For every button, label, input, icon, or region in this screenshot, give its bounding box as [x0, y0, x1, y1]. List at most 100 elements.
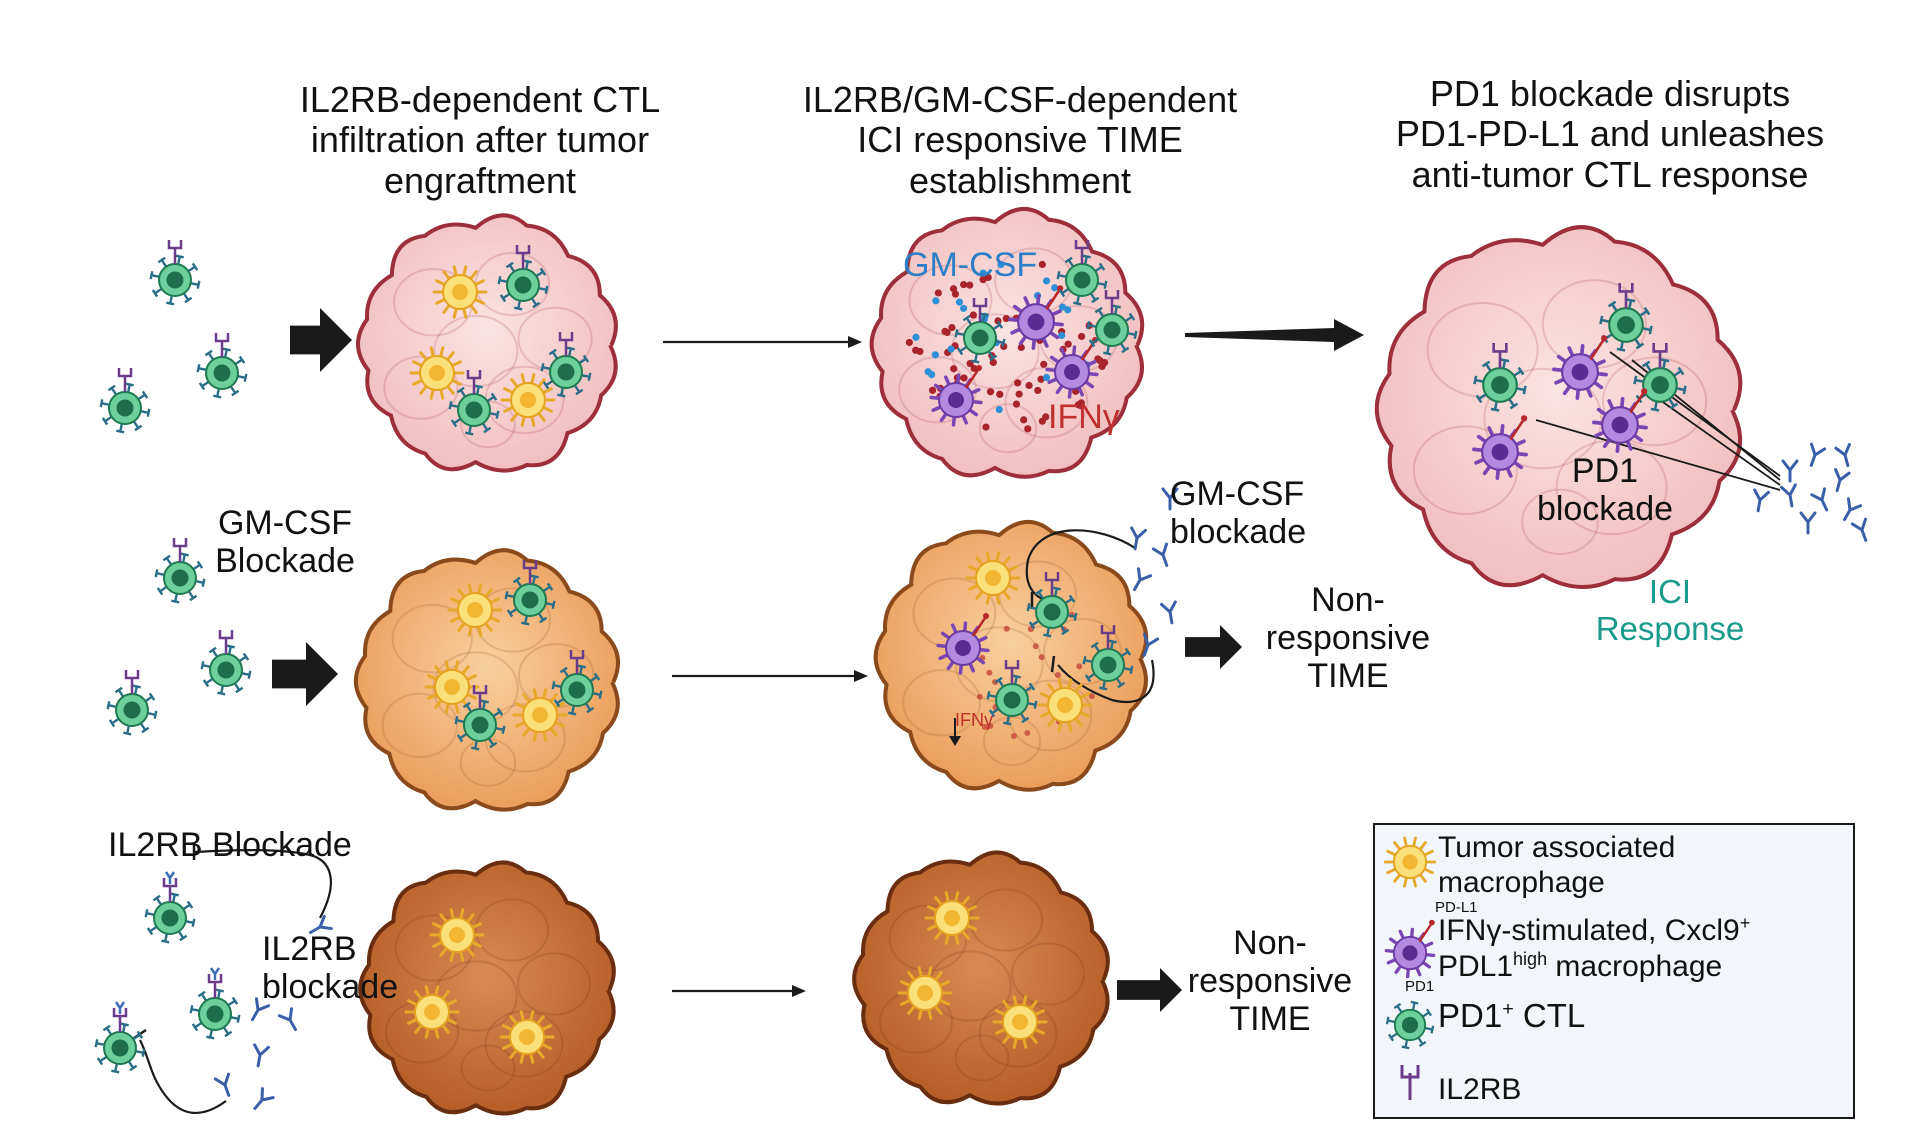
- pd1-receptor-tip: [553, 699, 561, 708]
- header-col2-line2: ICI responsive TIME: [857, 119, 1183, 161]
- pd1-receptor-tip: [1682, 385, 1687, 395]
- ifng-particle: [979, 275, 987, 284]
- pd1-receptor-tip: [184, 296, 193, 304]
- pd1-receptor-tip: [586, 706, 595, 714]
- pd1-receptor-tip: [166, 301, 175, 306]
- arrow-row1-mid: [663, 336, 862, 348]
- ifng-particle: [966, 281, 974, 289]
- pd1-receptor-tip: [1043, 633, 1052, 638]
- nonresponsive-row3-line1: Non-: [1233, 924, 1307, 962]
- pd1-receptor-tip: [483, 426, 492, 434]
- gmcsf-antibody: [1151, 542, 1169, 567]
- antibody-shape: [1834, 467, 1851, 493]
- pd1-receptor-tip: [186, 900, 194, 909]
- pdl1-ligand-tip: [1429, 919, 1435, 926]
- pd1-receptor-tip: [1626, 298, 1636, 303]
- gmcsf-antibody: [1161, 487, 1179, 511]
- tumor-row2-col1-lobe: [381, 692, 458, 759]
- gmcsf-blockade-left-label: GM-CSF Blockade: [195, 504, 375, 580]
- tumor-row1-col3: [1374, 225, 1743, 590]
- tam-cell: [432, 265, 488, 319]
- il2rb-receptor-fork: [1100, 625, 1116, 635]
- il2rb-receptor-fork: [124, 670, 140, 680]
- pd1-receptor-tip: [202, 679, 210, 688]
- ifng-particle-low: [1054, 671, 1061, 678]
- antibody-shape: [1160, 600, 1177, 625]
- tumor-row1-col3-lobe: [1483, 367, 1603, 470]
- pd1-receptor-tip: [242, 652, 250, 661]
- pd1-receptor-tip: [123, 731, 132, 736]
- ifng-small-label: IFNγ: [955, 710, 993, 730]
- tam-nucleus: [532, 707, 548, 723]
- tam-nucleus: [1057, 697, 1073, 713]
- il2rb-receptor-fork: [522, 560, 538, 570]
- ifng-particle-low: [981, 723, 988, 730]
- ifng-particle: [996, 390, 1004, 398]
- ifng-particle: [1100, 359, 1109, 367]
- pd1-receptor-tip: [197, 990, 206, 998]
- gmcsf-blockade-left-line2: Blockade: [215, 542, 355, 581]
- pd1-blockade-line2: blockade: [1536, 490, 1674, 529]
- tumor-row2-col1: [353, 548, 620, 812]
- macrophage-nucleus: [1571, 363, 1589, 381]
- arrow-row1-out: [1185, 319, 1364, 351]
- antibody-shape: [1130, 526, 1147, 551]
- ifng-particle: [1015, 390, 1023, 398]
- tumor-row1-col1-outline: [356, 213, 618, 473]
- tam-nucleus: [917, 985, 933, 1001]
- tumor-row2-col1-outline: [353, 548, 620, 812]
- legend-box: Tumor associated macrophage PD-L1 IFNγ-s…: [1373, 823, 1855, 1119]
- gmcsf-blockade-mid-line2: blockade: [1170, 513, 1307, 552]
- legend-ifng-mac-line1-text: IFNγ-stimulated, Cxcl9: [1438, 914, 1740, 947]
- antibody: [1843, 497, 1863, 522]
- header-col1-line3: engraftment: [383, 159, 577, 201]
- ctl-nucleus: [116, 399, 134, 417]
- gmcsf-inhibition-arc-1-curve: [1025, 529, 1136, 602]
- macrophage-nucleus: [1027, 313, 1045, 331]
- pd1-receptor-tip: [1064, 256, 1073, 264]
- antibody-shape: [253, 1043, 270, 1068]
- pd1-receptor-tip: [1068, 594, 1076, 603]
- pd1-receptor-tip: [200, 661, 205, 670]
- pdl1-ligand: [1418, 923, 1432, 943]
- tumor-row3-col2-lobe: [954, 1034, 1010, 1082]
- nonresponsive-row3-line3: TIME: [1229, 1000, 1311, 1039]
- gmcsf-particle: [979, 269, 987, 277]
- ifng-particle: [1012, 400, 1021, 408]
- pd1-receptor-tip: [201, 578, 206, 587]
- pd1-receptor-tip: [180, 552, 189, 557]
- antibody-shape: [1850, 517, 1868, 542]
- pd1-receptor-tip: [1475, 394, 1483, 404]
- pd1-receptor-tip: [114, 686, 123, 694]
- ifng-particle: [1002, 314, 1010, 323]
- ifng-particle: [1020, 416, 1028, 424]
- pd1-receptor-tip: [141, 726, 150, 734]
- pd1-receptor-tip: [523, 259, 532, 264]
- pd1-ctl-cell: [497, 245, 549, 311]
- il2rb-blockade-left-label: IL2RB Blockade: [108, 826, 352, 864]
- pd1-blockade-line1: PD1: [1571, 452, 1639, 490]
- pd1-ctl-cell: [504, 560, 556, 626]
- legend-ifng-mac-sup1: +: [1739, 913, 1751, 933]
- gmcsf-particle: [912, 333, 920, 341]
- antibody-shape: [1161, 487, 1179, 511]
- pd1-receptor-tip: [1648, 325, 1653, 335]
- pd1-receptor-tip: [593, 672, 601, 681]
- tumor-row3-col2-outline: [852, 850, 1110, 1106]
- header-col2-line3: establishment: [908, 159, 1132, 201]
- il2rb-receptor-fork: [1074, 240, 1090, 250]
- pdl1-ligand-tip: [976, 365, 982, 371]
- pd1-receptor-tip: [501, 725, 506, 734]
- gmcsf-particle: [1042, 373, 1051, 382]
- nonresponsive-row2-line1: Non-: [1311, 581, 1385, 619]
- pd1-receptor-tip: [1033, 700, 1038, 709]
- ifng-particle: [1017, 343, 1025, 352]
- pd1-receptor-tip: [1133, 330, 1138, 339]
- gmcsf-antibody: [1133, 567, 1153, 592]
- tumor-row1-col3-lobe: [1602, 356, 1708, 447]
- il2rb-receptor-fork: [1492, 343, 1508, 353]
- il2rb-antibody: [251, 997, 271, 1022]
- pd1-receptor-tip: [582, 354, 590, 363]
- pd1-ctl-cell: [540, 332, 592, 398]
- ifng-macrophage-cell: [1592, 388, 1648, 453]
